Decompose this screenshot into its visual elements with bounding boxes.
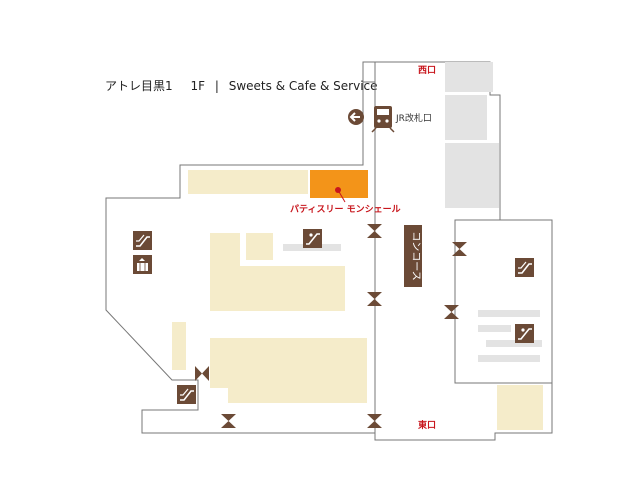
highlighted-shop-label[interactable]: パティスリー モンシェール	[290, 203, 401, 215]
east-exit-label: 東口	[418, 419, 436, 431]
escalator-icon[interactable]	[515, 258, 534, 277]
escalator-icon[interactable]	[177, 385, 196, 404]
train-icon	[371, 106, 395, 133]
escalator-person-icon[interactable]	[303, 229, 322, 248]
service-strip-east-2	[478, 325, 511, 332]
highlighted-shop-block[interactable]	[310, 170, 368, 198]
service-area-1	[445, 62, 493, 92]
elevator-icon[interactable]	[133, 255, 152, 274]
shop-block-left-narrow	[172, 322, 186, 370]
east-block-outline	[454, 219, 553, 384]
service-strip-east-1	[478, 310, 540, 317]
title-separator: |	[215, 79, 219, 93]
shop-block-top	[188, 170, 308, 194]
shop-block-center-bottom	[210, 266, 345, 311]
jr-gate-label: JR改札口	[395, 112, 432, 124]
west-exit-label: 西口	[418, 65, 436, 76]
door-icon	[452, 242, 467, 256]
door-icon	[367, 414, 382, 428]
door-icon	[444, 305, 459, 319]
service-area-2	[445, 95, 487, 140]
category-label: Sweets & Cafe & Service	[229, 79, 378, 93]
concourse-box	[404, 225, 422, 287]
map-title: アトレ目黒1 1F | Sweets & Cafe & Service	[105, 79, 378, 93]
service-area-3	[445, 143, 499, 208]
escalator-person-icon[interactable]	[515, 324, 534, 343]
building-name: アトレ目黒1	[105, 79, 173, 93]
floor-label: 1F	[190, 79, 205, 93]
service-strip-east-4	[478, 355, 540, 362]
shop-block-south	[210, 338, 367, 403]
escalator-icon[interactable]	[133, 231, 152, 250]
pin-leader-line	[337, 189, 346, 203]
door-icon	[195, 366, 209, 381]
shop-block-center-small	[246, 233, 273, 260]
service-strip-east-3	[486, 340, 542, 347]
door-icon	[221, 414, 236, 428]
door-icon	[367, 292, 382, 306]
arrow-left-icon	[348, 109, 364, 125]
shop-block-east-bottom	[497, 385, 543, 430]
concourse-label: コンコース	[410, 231, 421, 281]
door-icon	[367, 224, 382, 238]
